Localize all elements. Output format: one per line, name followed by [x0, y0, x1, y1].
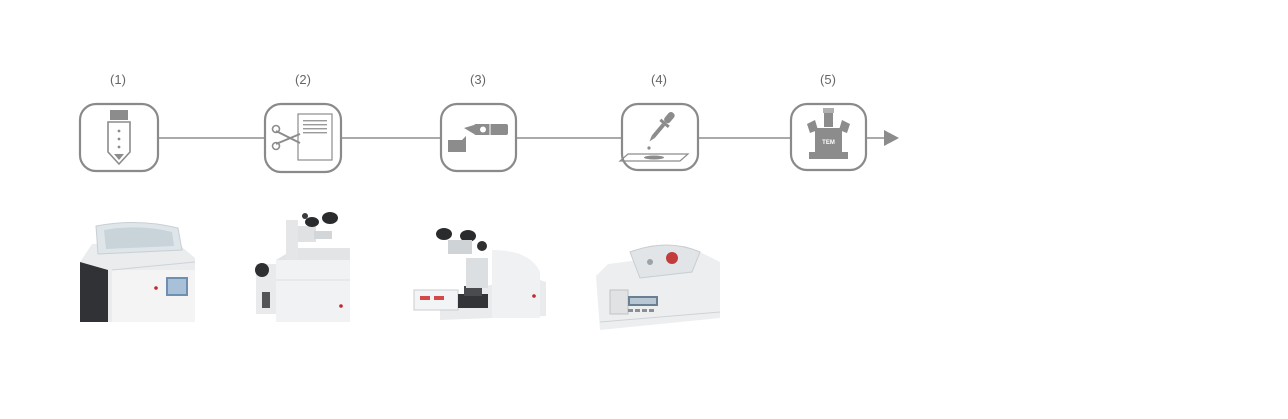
contrasting-system-photo	[596, 244, 721, 330]
step-5-number: (5)	[820, 72, 836, 87]
specimen-trimmer-photo	[255, 212, 350, 322]
centrifuge-tube-icon	[107, 110, 131, 166]
step-4-number: (4)	[651, 72, 667, 87]
connector-lines	[159, 130, 899, 146]
step-3-number: (3)	[470, 72, 486, 87]
step-5-box: TEM	[789, 102, 868, 172]
step-2-number: (2)	[295, 72, 311, 87]
tissue-processor-photo	[80, 221, 196, 322]
step-2-box	[263, 102, 343, 174]
step-1-number: (1)	[110, 72, 126, 87]
step-1-box	[78, 102, 160, 173]
scissors-trimming-icon	[271, 113, 333, 161]
step-3-box	[439, 102, 518, 173]
tem-label: TEM	[822, 140, 835, 146]
end-arrow-icon	[884, 130, 899, 146]
ultramicrotome-knife-icon	[448, 124, 508, 152]
tem-microscope-icon: TEM	[807, 108, 850, 159]
step-4-box	[618, 102, 700, 172]
pipette-staining-icon	[618, 111, 690, 162]
ultramicrotome-photo	[413, 228, 546, 320]
